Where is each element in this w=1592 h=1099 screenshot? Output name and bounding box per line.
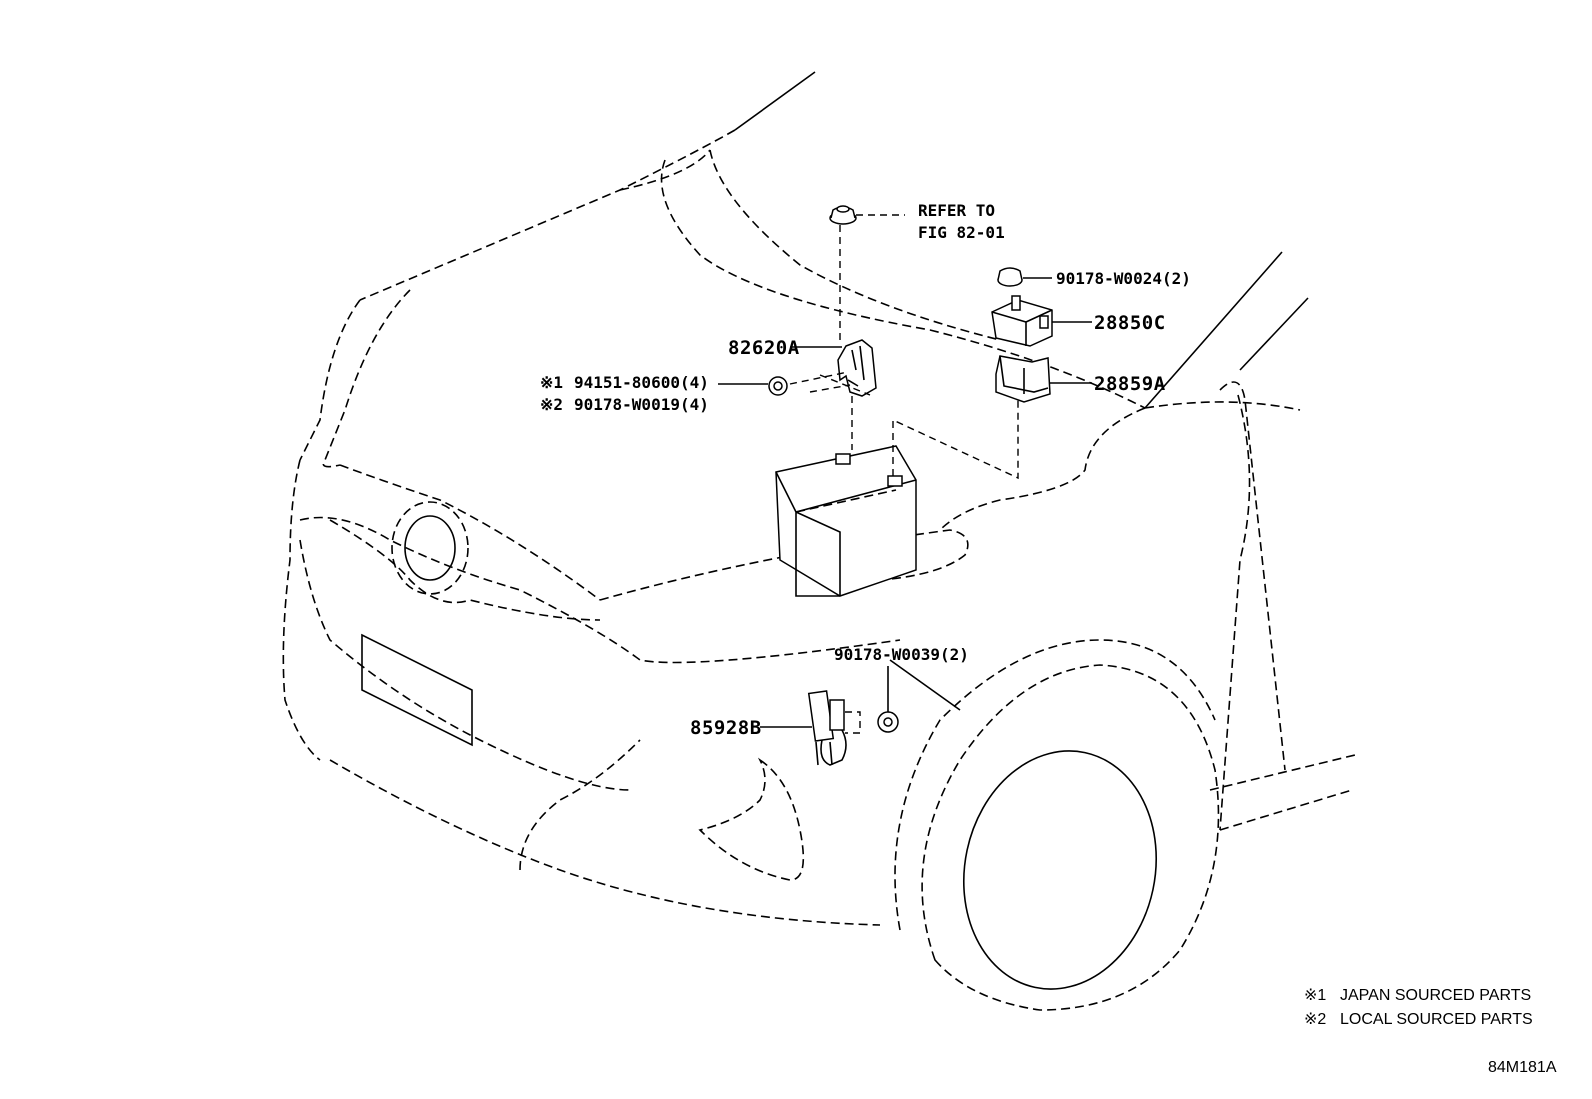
nut-lower-part xyxy=(877,711,899,733)
note-2-text: LOCAL SOURCED PARTS xyxy=(1340,1011,1533,1028)
notes-legend: ※1 JAPAN SOURCED PARTS ※2 LOCAL SOURCED … xyxy=(1304,987,1533,1028)
note-2-mark: ※2 xyxy=(1304,1011,1326,1028)
label-28859a: 28859A xyxy=(1094,373,1166,395)
relay-block-82620a xyxy=(837,339,877,397)
note-1-text: JAPAN SOURCED PARTS xyxy=(1340,987,1531,1004)
refer-fig-label: FIG 82-01 xyxy=(918,223,1005,242)
mark-bolt-japan: ※1 xyxy=(540,373,563,392)
harness-85928b xyxy=(807,690,847,766)
label-bolt-japan: 94151-80600(4) xyxy=(574,373,709,392)
hood-grommet-part xyxy=(829,205,857,225)
bracket-dashed-axis xyxy=(809,374,871,396)
label-nut-lower: 90178-W0039(2) xyxy=(834,645,969,664)
vehicle-outline xyxy=(282,71,1356,1011)
diagram-code: 84M181A xyxy=(1488,1059,1557,1076)
nut-top-part xyxy=(997,267,1023,287)
bolt-part xyxy=(768,376,788,396)
label-28850c: 28850C xyxy=(1094,312,1166,334)
harness-dashed-bracket xyxy=(845,711,861,734)
part-28859a xyxy=(995,355,1051,403)
battery-tray-axis xyxy=(892,398,1019,480)
label-85928b: 85928B xyxy=(690,717,762,739)
label-82620a: 82620A xyxy=(728,337,800,359)
label-bolt-local: 90178-W0019(4) xyxy=(574,395,709,414)
note-1-mark: ※1 xyxy=(1304,987,1326,1004)
refer-to-label: REFER TO xyxy=(918,201,995,220)
bolt-dashed-axis xyxy=(789,371,849,385)
part-28850c xyxy=(991,295,1053,347)
label-nut-top: 90178-W0024(2) xyxy=(1056,269,1191,288)
battery-part xyxy=(775,445,917,597)
mark-bolt-local: ※2 xyxy=(540,395,563,414)
